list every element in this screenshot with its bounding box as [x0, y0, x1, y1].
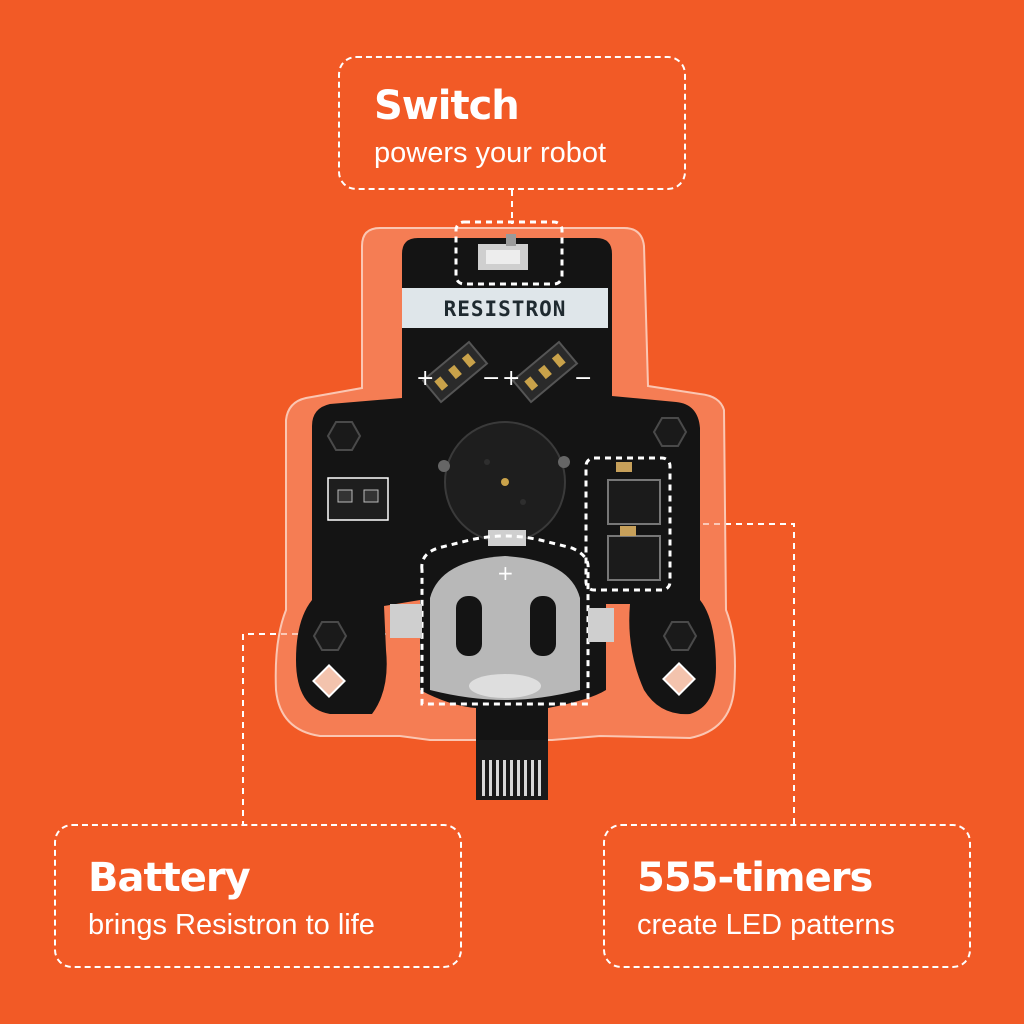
left-resistor-block: [327, 477, 389, 521]
timer-chips: [607, 462, 661, 581]
svg-text:+: +: [502, 366, 520, 391]
svg-text:+: +: [497, 561, 514, 585]
switch-highlight-box: [454, 220, 564, 286]
switch-callout-title: Switch: [374, 83, 520, 129]
switch-callout: Switch powers your robot: [338, 56, 686, 190]
timers-callout: 555-timers create LED patterns: [603, 824, 971, 968]
led-header-left: [421, 340, 489, 404]
battery-callout: Battery brings Resistron to life: [54, 824, 462, 968]
battery-highlight-box: [420, 534, 590, 706]
resistron-label-plate: RESISTRON: [402, 288, 608, 328]
svg-text:+: +: [416, 366, 434, 391]
timers-callout-description: create LED patterns: [637, 909, 895, 941]
timers-highlight-box: [584, 456, 672, 592]
timers-connector-line: [670, 523, 795, 824]
edge-connector: [476, 740, 548, 800]
polarity-marks: +− +−: [416, 366, 592, 391]
switch-callout-description: powers your robot: [374, 137, 607, 169]
mounting-hardware: [312, 417, 698, 698]
svg-text:−: −: [482, 366, 500, 391]
svg-text:−: −: [574, 366, 592, 391]
battery-callout-description: brings Resistron to life: [88, 909, 375, 941]
led-header-right: [511, 340, 579, 404]
battery-holder: +: [430, 556, 580, 700]
battery-callout-title: Battery: [88, 855, 251, 901]
buzzer: [438, 421, 570, 546]
power-switch: [478, 234, 528, 270]
connector-lines: [242, 190, 795, 824]
battery-contacts: [390, 604, 614, 642]
board-label: RESISTRON: [444, 297, 567, 321]
battery-connector-line: [242, 633, 430, 824]
timers-callout-title: 555-timers: [637, 855, 873, 901]
